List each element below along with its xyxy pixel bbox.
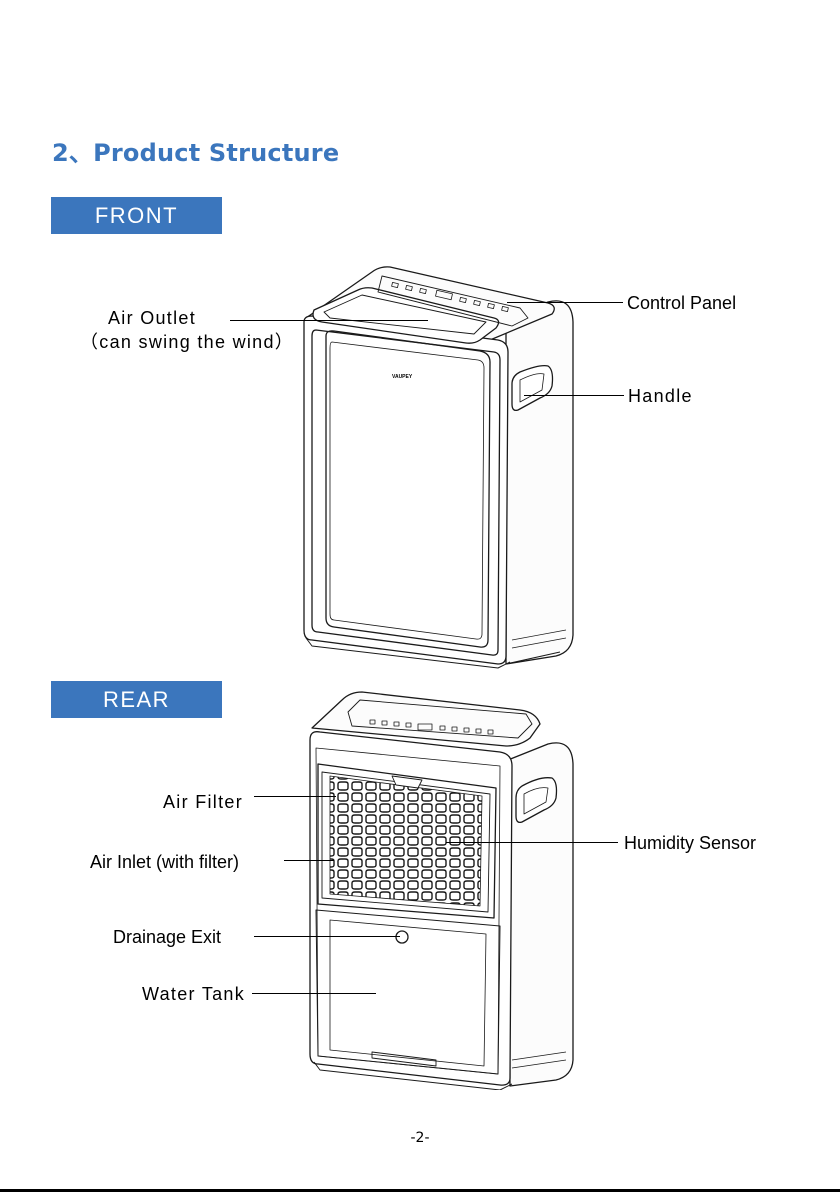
front-view-banner: FRONT	[51, 197, 222, 234]
leader-line-humidity-sensor	[446, 842, 618, 843]
leader-line-handle	[524, 395, 624, 396]
label-control-panel: Control Panel	[627, 292, 736, 314]
label-water-tank: Water Tank	[142, 983, 245, 1005]
label-humidity-sensor: Humidity Sensor	[624, 832, 756, 854]
rear-view-banner: REAR	[51, 681, 222, 718]
page-number: -2-	[0, 1130, 840, 1146]
label-air-inlet: Air Inlet (with filter)	[90, 851, 239, 873]
label-handle: Handle	[628, 385, 693, 407]
leader-line-air-filter	[254, 796, 336, 797]
leader-line-drainage-exit	[254, 936, 400, 937]
leader-line-control-panel	[507, 302, 623, 303]
label-air-filter: Air Filter	[163, 791, 243, 813]
dehumidifier-rear-drawing	[300, 684, 580, 1090]
leader-line-air-outlet	[230, 320, 428, 321]
front-brand-logo: VAUPEY	[392, 374, 412, 380]
section-title: 2、Product Structure	[52, 133, 339, 168]
label-air-outlet: Air Outlet	[108, 307, 196, 329]
label-drainage-exit: Drainage Exit	[113, 926, 221, 948]
label-air-outlet-note: （can swing the wind）	[80, 331, 294, 353]
leader-line-water-tank	[252, 993, 376, 994]
leader-line-air-inlet	[284, 860, 334, 861]
